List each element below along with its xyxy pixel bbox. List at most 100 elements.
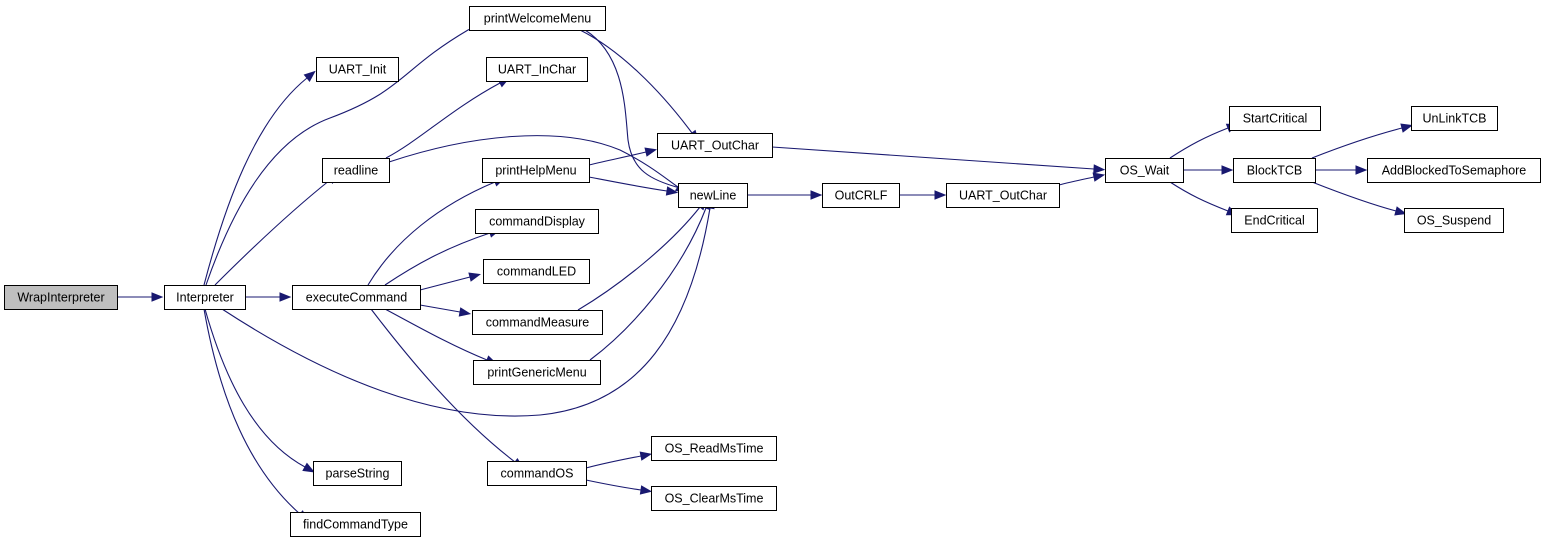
edge-BlockTCB-to-AddBlockedToSemaphore: [1315, 165, 1368, 175]
arrowhead: [302, 462, 315, 473]
edge-Interpreter-to-readline: [214, 172, 339, 286]
node-box: [313, 461, 402, 486]
arrowhead: [303, 70, 316, 82]
node-box: [469, 6, 606, 31]
node-UART_Init[interactable]: UART_Init: [316, 57, 399, 82]
node-box: [1233, 158, 1316, 183]
node-parseString[interactable]: parseString: [313, 461, 402, 486]
node-label: UART_Init: [329, 63, 387, 77]
node-newLine[interactable]: newLine: [678, 183, 748, 208]
node-box: [657, 133, 773, 158]
node-box: [1105, 158, 1184, 183]
node-commandDisplay[interactable]: commandDisplay: [475, 209, 599, 234]
node-box: [1404, 208, 1504, 233]
edge-printGenericMenu-to-newLine: [589, 197, 711, 361]
arrowhead: [665, 186, 679, 196]
node-box: [1367, 158, 1541, 183]
node-BlockTCB[interactable]: BlockTCB: [1233, 158, 1316, 183]
node-box: [486, 57, 588, 82]
arrowhead: [458, 307, 472, 317]
edge-executeCommand-to-commandLED: [419, 272, 481, 291]
node-executeCommand[interactable]: executeCommand: [292, 285, 421, 310]
node-box: [822, 183, 900, 208]
node-findCommandType[interactable]: findCommandType: [290, 512, 421, 537]
node-commandLED[interactable]: commandLED: [483, 259, 590, 284]
node-UART_OutChar_2[interactable]: UART_OutChar: [946, 183, 1060, 208]
node-label: OutCRLF: [835, 189, 888, 203]
node-box: [678, 183, 748, 208]
node-label: commandDisplay: [489, 215, 586, 229]
node-UART_OutChar_1[interactable]: UART_OutChar: [657, 133, 773, 158]
edge-printWelcomeMenu-to-UART_OutChar_1: [579, 29, 699, 143]
edge-Interpreter-to-executeCommand: [245, 292, 292, 302]
node-box: [472, 310, 603, 335]
node-box: [473, 360, 601, 385]
node-printHelpMenu[interactable]: printHelpMenu: [482, 158, 590, 183]
edge-executeCommand-to-commandDisplay: [384, 228, 501, 286]
node-OutCRLF[interactable]: OutCRLF: [822, 183, 900, 208]
node-readline[interactable]: readline: [322, 158, 390, 183]
arrowhead: [1093, 164, 1106, 174]
node-box: [651, 486, 777, 511]
edge-printHelpMenu-to-newLine: [588, 176, 679, 196]
node-commandOS[interactable]: commandOS: [487, 461, 587, 486]
node-label: UnLinkTCB: [1423, 112, 1487, 126]
arrowhead: [279, 292, 292, 302]
node-box: [1411, 106, 1498, 131]
node-box: [651, 436, 777, 461]
node-box: [475, 209, 599, 234]
node-box: [1229, 106, 1321, 131]
node-label: OS_ReadMsTime: [665, 442, 764, 456]
edge-BlockTCB-to-UnLinkTCB: [1311, 123, 1413, 159]
node-label: findCommandType: [303, 518, 408, 532]
node-printGenericMenu[interactable]: printGenericMenu: [473, 360, 601, 385]
node-box: [316, 57, 399, 82]
node-label: StartCritical: [1243, 112, 1308, 126]
edge-Interpreter-to-parseString: [204, 308, 315, 473]
arrowhead: [644, 147, 658, 157]
node-printWelcomeMenu[interactable]: printWelcomeMenu: [469, 6, 606, 31]
arrowhead: [1355, 165, 1368, 175]
node-label: commandMeasure: [486, 316, 590, 330]
edge-UART_OutChar_1-to-OS_Wait: [771, 146, 1106, 174]
node-EndCritical[interactable]: EndCritical: [1231, 208, 1318, 233]
node-box: [946, 183, 1060, 208]
node-label: OS_Wait: [1120, 164, 1170, 178]
node-box: [322, 158, 390, 183]
node-AddBlockedToSemaphore[interactable]: AddBlockedToSemaphore: [1367, 158, 1541, 183]
node-UnLinkTCB[interactable]: UnLinkTCB: [1411, 106, 1498, 131]
node-label: UART_InChar: [498, 63, 576, 77]
node-label: newLine: [690, 189, 737, 203]
node-box: [4, 285, 118, 310]
node-box: [482, 158, 590, 183]
edge-UART_OutChar_2-to-OS_Wait: [1058, 172, 1106, 186]
node-label: readline: [334, 164, 379, 178]
node-Interpreter[interactable]: Interpreter: [164, 285, 246, 310]
node-label: UART_OutChar: [959, 189, 1047, 203]
node-label: commandLED: [497, 265, 576, 279]
node-OS_ReadMsTime[interactable]: OS_ReadMsTime: [651, 436, 777, 461]
node-OS_ClearMsTime[interactable]: OS_ClearMsTime: [651, 486, 777, 511]
node-label: OS_ClearMsTime: [665, 492, 764, 506]
node-commandMeasure[interactable]: commandMeasure: [472, 310, 603, 335]
node-box: [487, 461, 587, 486]
arrowhead: [639, 485, 653, 495]
edge-commandOS-to-OS_ClearMsTime: [585, 479, 653, 495]
arrowhead: [1092, 172, 1106, 182]
node-UART_InChar[interactable]: UART_InChar: [486, 57, 588, 82]
node-OS_Wait[interactable]: OS_Wait: [1105, 158, 1184, 183]
node-OS_Suspend[interactable]: OS_Suspend: [1404, 208, 1504, 233]
arrowhead: [151, 292, 164, 302]
edge-Interpreter-to-UART_Init: [203, 70, 316, 286]
node-WrapInterpreter[interactable]: WrapInterpreter: [4, 285, 118, 310]
node-box: [292, 285, 421, 310]
node-StartCritical[interactable]: StartCritical: [1229, 106, 1321, 131]
arrowhead: [468, 272, 481, 282]
arrowhead: [1221, 165, 1234, 175]
node-label: WrapInterpreter: [17, 291, 104, 305]
node-label: parseString: [326, 467, 390, 481]
node-label: BlockTCB: [1247, 164, 1303, 178]
node-label: UART_OutChar: [671, 139, 759, 153]
node-box: [164, 285, 246, 310]
